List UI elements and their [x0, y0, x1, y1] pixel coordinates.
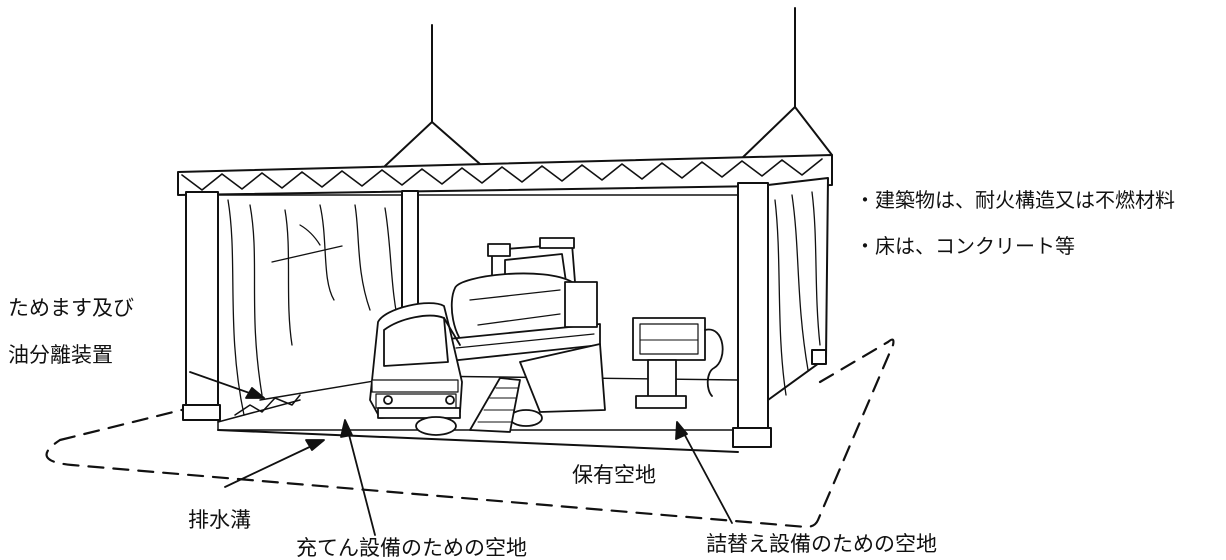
roof: [177, 154, 833, 196]
dispenser: [632, 317, 724, 409]
label-filling-space: 充てん設備のための空地: [296, 536, 527, 560]
label-tank-separator-line2: 油分離装置: [8, 343, 113, 367]
label-transfer-space: 詰替え設備のための空地: [706, 532, 937, 556]
reserved-space-boundary: [45, 338, 895, 529]
tanker-truck: [369, 237, 606, 436]
label-tank-separator-line1: ためます及び: [8, 296, 134, 320]
note-floor-material: ・床は、コンクリート等: [855, 234, 1075, 258]
note-building-material: ・建築物は、耐火構造又は不燃材料: [855, 188, 1175, 212]
label-reserved-space: 保有空地: [572, 463, 656, 487]
label-drain-ditch: 排水溝: [188, 508, 251, 532]
leader-arrows: [189, 371, 733, 536]
curtains: [227, 191, 821, 416]
drain-tank: [217, 394, 301, 423]
antenna-poles: [384, 7, 833, 167]
